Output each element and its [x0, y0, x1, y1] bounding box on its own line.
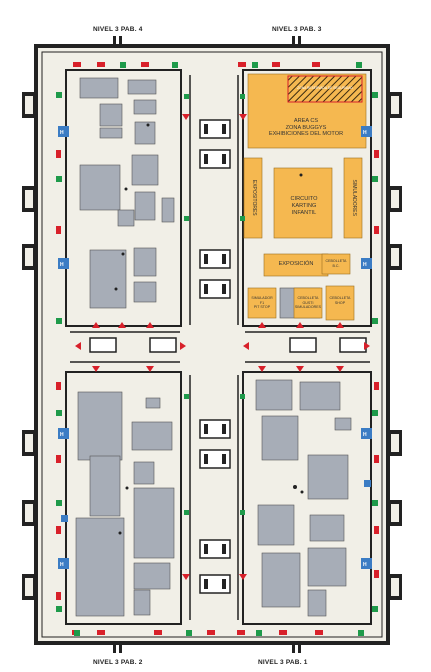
cebolleta-shop-label: CEBOLLETA SHOP: [329, 296, 351, 305]
exposicion-label: EXPOSICIÓN: [278, 261, 314, 267]
hall-1: [242, 371, 372, 625]
svg-text:H: H: [60, 432, 64, 438]
extinguisher-icons: [56, 62, 378, 636]
stands-hall-2: [75, 391, 175, 617]
svg-text:H: H: [363, 262, 367, 268]
entrance-ticks: [113, 36, 301, 653]
expositores-label-left: EXPOSITORES: [250, 179, 257, 216]
cebolleta-bc-label: CEBOLLETA B.C.: [325, 259, 347, 268]
expositores-label-right: SIMULADORES: [350, 179, 357, 216]
svg-text:H: H: [60, 130, 64, 136]
svg-text:H: H: [363, 562, 367, 568]
stands-hall-4: [79, 77, 175, 309]
simulador-f1-label: SIMULADOR F1 PIT STOP: [251, 296, 273, 309]
svg-text:H: H: [363, 130, 367, 136]
svg-text:H: H: [60, 262, 64, 268]
pavilion-label-top-left: NIVEL 3 PAB. 4: [93, 26, 143, 33]
reserved-hatched-zone: [287, 75, 363, 103]
info-point-icons: [58, 126, 372, 569]
pavilion-label-bottom-left: NIVEL 3 PAB. 2: [93, 659, 143, 666]
cebolleta-gusti-label: CEBOLLETA GUSTI SIMULADORES: [294, 296, 322, 309]
svg-text:H: H: [60, 562, 64, 568]
svg-text:H: H: [363, 432, 367, 438]
area-cs-label: AREA CS ZONA BUGGYS EXHIBICIONES DEL MOT…: [268, 118, 344, 137]
circuito-label: CIRCUITO KARTING INFANTIL: [290, 196, 318, 216]
hall-2: [65, 371, 182, 625]
stands-hall-1: [255, 379, 352, 617]
reserved-zone-label: ZONA RESERVADA DE SEGURIDAD: [297, 86, 353, 90]
hall-3: [242, 69, 372, 327]
emergency-exit-icons: [56, 62, 379, 635]
pavilion-label-top-right: NIVEL 3 PAB. 3: [272, 26, 322, 33]
pavilion-label-bottom-right: NIVEL 3 PAB. 1: [258, 659, 308, 666]
direction-arrows: [75, 114, 370, 580]
